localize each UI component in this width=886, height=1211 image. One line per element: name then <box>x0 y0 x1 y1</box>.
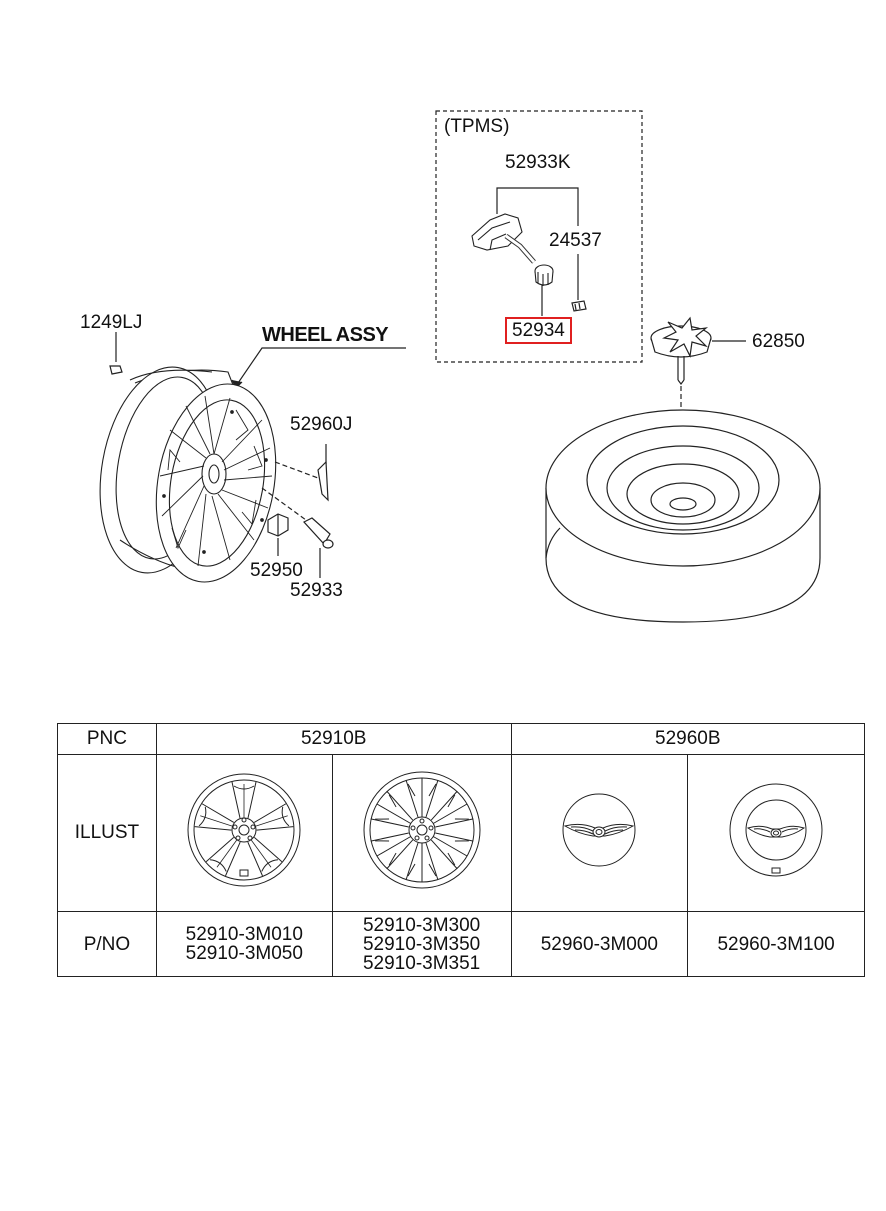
part-label-nut[interactable]: 24537 <box>549 230 602 251</box>
hub-nut-icon <box>267 513 289 556</box>
wheel-assy-leader <box>231 347 406 390</box>
part-number[interactable]: 52910-3M300 <box>362 914 481 936</box>
part-label-cap[interactable]: 52960J <box>290 414 353 435</box>
illust-cell-2[interactable] <box>331 754 512 912</box>
part-label-jack-holder[interactable]: 62850 <box>752 331 805 352</box>
bolt-icon <box>109 332 123 375</box>
part-number[interactable]: 52960-3M100 <box>717 933 835 955</box>
tpms-box <box>435 110 643 363</box>
table-row-pnc: PNC 52910B 52960B <box>57 723 866 755</box>
part-label-valve[interactable]: 52933 <box>290 580 343 601</box>
center-cap-winged-emblem-icon <box>562 793 636 867</box>
pnc-group-cap[interactable]: 52960B <box>510 723 866 755</box>
tpms-label: (TPMS) <box>444 116 510 137</box>
illust-cell-3[interactable] <box>510 754 689 912</box>
pno-cell-3[interactable]: 52960-3M000 <box>510 911 689 977</box>
tpms-leaders <box>496 187 579 316</box>
header-illust: ILLUST <box>57 754 157 912</box>
pno-cell-4[interactable]: 52960-3M100 <box>687 911 865 977</box>
part-label-hub-nut[interactable]: 52950 <box>250 560 303 581</box>
parts-table: PNC 52910B 52960B ILLUST <box>57 723 866 977</box>
part-label-valve-core-highlighted[interactable]: 52934 <box>505 317 572 344</box>
part-label-bolt[interactable]: 1249LJ <box>80 312 143 333</box>
illust-cell-4[interactable] <box>687 754 865 912</box>
wheel-multi-spoke-icon <box>363 771 481 889</box>
part-number[interactable]: 52910-3M010 <box>185 924 303 945</box>
nut-24537-icon <box>571 300 587 312</box>
part-number[interactable]: 52910-3M050 <box>185 943 303 964</box>
pno-cell-1[interactable]: 52910-3M010 52910-3M050 <box>155 911 333 977</box>
part-number[interactable]: 52960-3M000 <box>540 933 658 955</box>
pnc-group-wheel[interactable]: 52910B <box>155 723 512 755</box>
tpms-sensor-icon <box>471 213 554 286</box>
center-cap-winged-emblem-icon <box>729 783 823 877</box>
header-pno: P/NO <box>57 911 157 977</box>
table-row-pno: P/NO 52910-3M010 52910-3M050 52910-3M300… <box>57 911 865 977</box>
part-number[interactable]: 52910-3M351 <box>362 952 481 974</box>
wheel-assy-title[interactable]: WHEEL ASSY <box>262 324 389 346</box>
part-number[interactable]: 52910-3M350 <box>362 933 481 955</box>
wheel-10-spoke-icon <box>187 773 301 887</box>
pno-cell-2[interactable]: 52910-3M300 52910-3M350 52910-3M351 <box>331 911 512 977</box>
table-row-illust: ILLUST <box>57 754 865 912</box>
part-label-tpms-kit[interactable]: 52933K <box>505 152 571 173</box>
valve-icon <box>261 487 334 578</box>
illust-cell-1[interactable] <box>155 754 333 912</box>
spare-tire-icon <box>545 409 821 623</box>
alloy-wheel-icon <box>99 366 277 583</box>
header-pnc: PNC <box>57 723 157 755</box>
cap-52960j-icon <box>274 444 329 502</box>
